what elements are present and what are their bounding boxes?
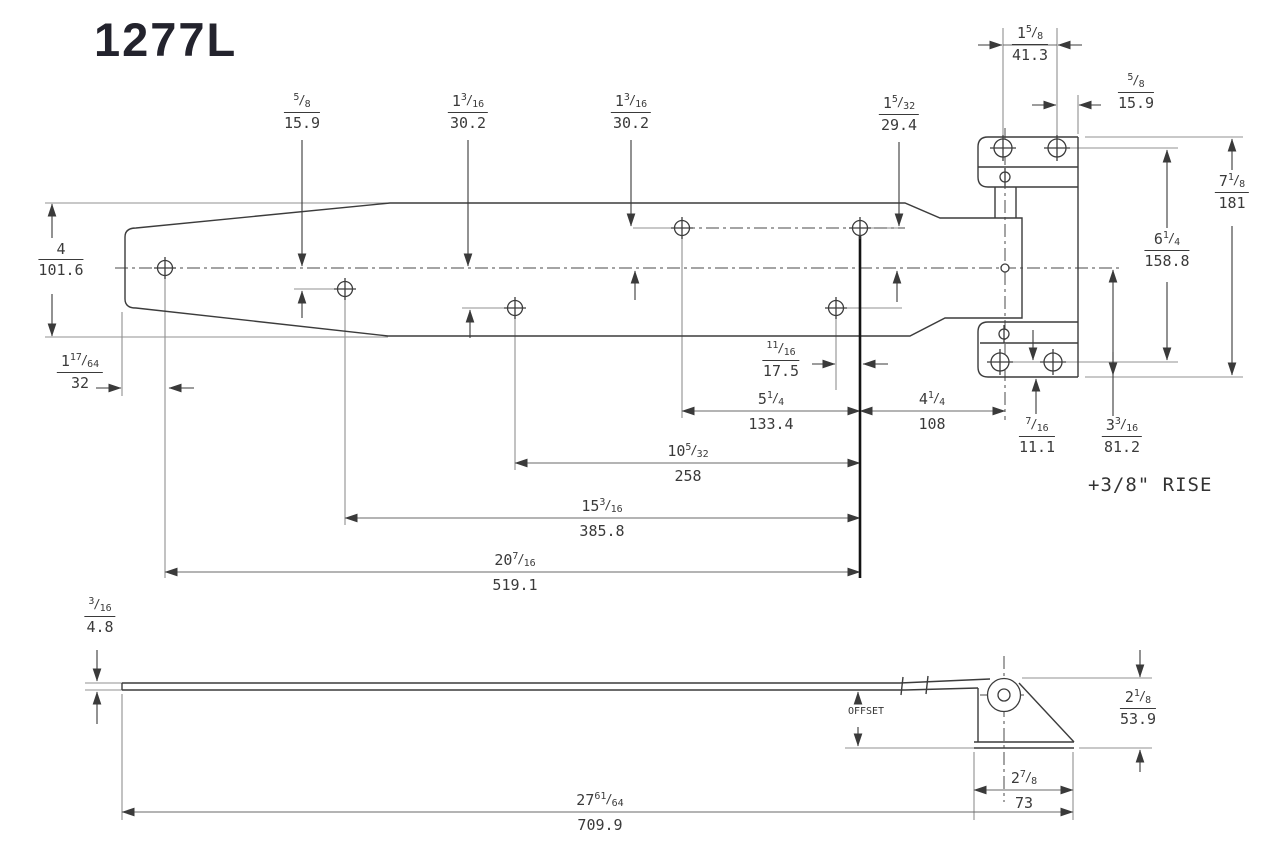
dim-inch-value: 3/16 xyxy=(84,596,116,617)
dim-strap-thickness: 3/16 4.8 xyxy=(84,596,116,636)
dim-mm-value: 11.1 xyxy=(1018,437,1056,456)
dim-mm-value: 30.2 xyxy=(612,113,650,132)
dim-center-to-edge: 33/16 81.2 xyxy=(1101,416,1143,456)
dim-inch-value: 51/4 xyxy=(757,389,785,408)
dim-mm-value: 15.9 xyxy=(1117,93,1155,112)
dim-screw-to-edge: 7/16 11.1 xyxy=(1018,416,1056,456)
dim-mm-value: 53.9 xyxy=(1119,709,1157,728)
dim-mm-value: 709.9 xyxy=(577,816,623,834)
dim-mm-value: 181 xyxy=(1218,193,1246,212)
dim-inch-value: 2761/64 xyxy=(576,790,624,809)
dim-inch-value: 21/8 xyxy=(1119,688,1157,709)
dim-inch-value: 13/16 xyxy=(447,92,489,113)
dim-inch-value: 27/8 xyxy=(1010,768,1038,787)
offset-label: OFFSET xyxy=(847,706,885,717)
dim-mm-value: 73 xyxy=(1014,794,1034,812)
dim-mm-value: 519.1 xyxy=(492,576,538,594)
dim-strap-width: 4 101.6 xyxy=(38,240,84,280)
dim-overall-height: 71/8 181 xyxy=(1214,172,1250,212)
dim-mm-value: 30.2 xyxy=(449,113,487,132)
dim-plate-edge: 5/8 15.9 xyxy=(1117,72,1155,112)
dim-mm-value: 81.2 xyxy=(1103,437,1141,456)
dim-inch-value: 13/16 xyxy=(610,92,652,113)
dim-plate-hole-span: 15/8 41.3 xyxy=(1011,24,1049,64)
dim-mm-value: 133.4 xyxy=(748,415,794,433)
dim-inch-value: 11/16 xyxy=(762,340,800,361)
dim-row3-offset: 13/16 30.2 xyxy=(610,92,652,132)
dim-inch-value: 33/16 xyxy=(1101,416,1143,437)
object-outlines xyxy=(121,136,1079,749)
dim-row2-offset: 13/16 30.2 xyxy=(447,92,489,132)
dim-mm-value: 158.8 xyxy=(1144,251,1190,270)
centerlines xyxy=(115,128,1122,802)
dim-mm-value: 4.8 xyxy=(86,617,114,636)
dim-inch-value: 4 xyxy=(38,240,84,260)
dim-inch-value: 15/32 xyxy=(878,94,920,115)
dim-inch-value: 15/8 xyxy=(1011,24,1049,45)
dim-bracket-height: 21/8 53.9 xyxy=(1119,688,1157,728)
dimension-arrows xyxy=(47,40,1237,772)
rise-note: +3/8" RISE xyxy=(1088,474,1213,496)
dim-inch-value: 41/4 xyxy=(918,389,946,408)
dim-mm-value: 258 xyxy=(674,467,702,485)
part-number-title: 1277L xyxy=(94,13,238,66)
dim-screw-span: 61/4 158.8 xyxy=(1144,230,1190,270)
dim-inch-value: 71/8 xyxy=(1214,172,1250,193)
dim-tip-to-first-hole: 117/64 32 xyxy=(56,352,104,392)
dim-mm-value: 108 xyxy=(918,415,946,433)
dim-inch-value: 105/32 xyxy=(667,441,709,460)
dim-hole-stagger: 11/16 17.5 xyxy=(762,340,800,380)
dim-mm-value: 17.5 xyxy=(762,361,800,380)
dim-mm-value: 101.6 xyxy=(38,260,84,279)
dim-mm-value: 41.3 xyxy=(1011,45,1049,64)
dim-inch-value: 153/16 xyxy=(581,496,623,515)
dim-mm-value: 385.8 xyxy=(579,522,625,540)
dim-inch-value: 5/8 xyxy=(283,92,321,113)
dim-inch-value: 207/16 xyxy=(494,550,536,569)
dim-mm-value: 15.9 xyxy=(283,113,321,132)
dim-inch-value: 117/64 xyxy=(56,352,104,373)
dim-mm-value: 32 xyxy=(70,373,90,392)
dim-inch-value: 5/8 xyxy=(1117,72,1155,93)
dim-row1-offset: 5/8 15.9 xyxy=(283,92,321,132)
dim-inch-value: 7/16 xyxy=(1018,416,1056,437)
holes-and-screws xyxy=(154,135,1070,713)
extension-lines xyxy=(45,28,1243,820)
dim-mm-value: 29.4 xyxy=(880,115,918,134)
dim-row4-offset: 15/32 29.4 xyxy=(878,94,920,134)
dim-inch-value: 61/4 xyxy=(1144,230,1190,251)
